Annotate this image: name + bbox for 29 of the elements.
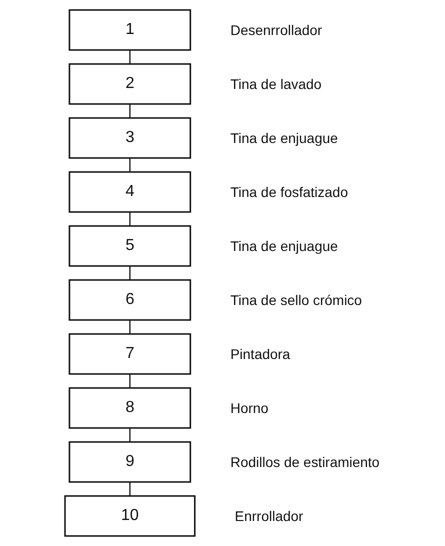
process-box: 5 [68, 225, 192, 267]
process-box: 6 [68, 279, 192, 321]
connector-line [129, 374, 131, 388]
step-label: Tina de fosfatizado [230, 184, 348, 200]
process-box: 3 [68, 117, 192, 159]
process-box: 4 [68, 171, 192, 213]
process-box: 7 [68, 333, 192, 375]
connector-line [129, 482, 131, 496]
connector-line [129, 428, 131, 442]
step-label: Tina de enjuague [230, 238, 338, 254]
step-label: Tina de enjuague [230, 130, 338, 146]
step-label: Horno [230, 400, 269, 416]
process-box: 8 [68, 387, 192, 429]
step-label: Tina de sello crómico [230, 292, 362, 308]
connector-line [129, 266, 131, 280]
connector-line [129, 104, 131, 118]
step-label: Enrrollador [234, 508, 304, 524]
step-label: Tina de lavado [230, 76, 322, 92]
connector-line [129, 212, 131, 226]
process-box: 2 [68, 63, 192, 105]
connector-line [129, 320, 131, 334]
step-label: Pintadora [230, 346, 290, 362]
process-box: 9 [68, 441, 192, 483]
connector-line [129, 50, 131, 64]
process-box: 1 [68, 9, 192, 51]
step-label: Rodillos de estiramiento [230, 454, 380, 470]
step-label: Desenrrollador [230, 22, 322, 38]
process-box: 10 [64, 495, 196, 537]
connector-line [129, 158, 131, 172]
